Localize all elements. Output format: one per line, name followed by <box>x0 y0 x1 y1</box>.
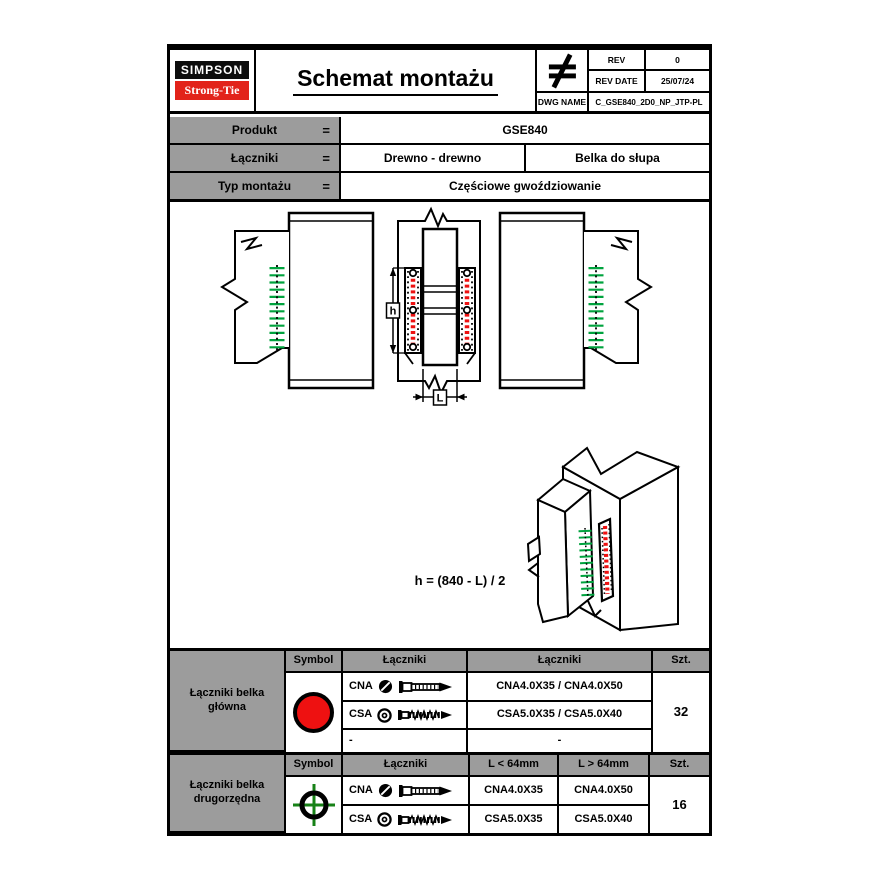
document-frame: SIMPSON Strong-Tie Schemat montażu REV 0… <box>167 44 712 836</box>
screw-icon <box>398 709 453 721</box>
fastener-name: CNA4.0X35 / CNA4.0X50 <box>468 673 653 702</box>
col-header-szt: Szt. <box>653 651 709 673</box>
drawing-area: h L h = (840 - L) / 2 <box>170 201 709 648</box>
equals-sign: = <box>322 150 330 166</box>
table-secondary-beam: Łączniki belka drugorzędna Symbol Łączni… <box>170 752 709 833</box>
col-header-l-long: L > 64mm <box>559 755 650 777</box>
info-row-laczniki: Łączniki = Drewno - drewno Belka do słup… <box>170 145 709 173</box>
rev-value: 0 <box>646 50 709 71</box>
revision-block: REV 0 REV DATE 25/07/24 DWG NAME C_GSE84… <box>537 50 709 111</box>
page-title: Schemat montażu <box>293 65 498 96</box>
front-view-center: h L <box>385 206 481 406</box>
info-label-text: Produkt <box>231 123 278 137</box>
symbol-cell <box>286 777 343 833</box>
fastener-row-csa: CSA <box>343 702 468 730</box>
col-header-symbol: Symbol <box>286 651 343 673</box>
nail-head-icon <box>378 783 392 798</box>
isometric-view <box>526 446 681 632</box>
table-row-label: Łączniki belka drugorzędna <box>170 755 286 833</box>
info-row-produkt: Produkt = GSE840 <box>170 117 709 145</box>
height-formula: h = (840 - L) / 2 <box>414 573 506 588</box>
product-info-table: Produkt = GSE840 Łączniki = Drewno - dre… <box>170 117 709 202</box>
info-label-text: Łączniki <box>230 151 279 165</box>
fastener-row-cna: CNA <box>343 777 470 806</box>
info-label-text: Typ montażu <box>217 179 292 193</box>
fastener-code: CNA <box>349 679 373 692</box>
fastener-code: - <box>349 734 353 747</box>
table-main-beam: Łączniki belka główna Symbol Łączniki Łą… <box>170 648 709 752</box>
info-label: Produkt = <box>170 117 341 143</box>
col-header-laczniki: Łączniki <box>343 651 468 673</box>
brand-logo: SIMPSON Strong-Tie <box>170 50 256 111</box>
fastener-row-cna: CNA <box>343 673 468 702</box>
info-value: GSE840 <box>502 123 548 137</box>
projection-symbol-icon <box>537 50 589 93</box>
fastener-row-empty: - <box>343 730 468 752</box>
dwg-name-label: DWG NAME <box>537 93 589 111</box>
dim-l-label: L <box>437 393 444 405</box>
fastener-code: CNA <box>349 783 373 796</box>
side-view-left <box>220 211 375 390</box>
rev-label: REV <box>589 50 646 71</box>
col-header-symbol: Symbol <box>286 755 343 777</box>
nail-icon <box>398 784 452 797</box>
rev-date-label: REV DATE <box>589 71 646 93</box>
equals-sign: = <box>322 122 330 138</box>
nail-icon <box>398 680 452 693</box>
dwg-name-value: C_GSE840_2D0_NP_JTP-PL <box>595 97 703 107</box>
fastener-code: CSA <box>349 812 373 825</box>
info-label: Typ montażu = <box>170 173 341 199</box>
red-circle-symbol <box>293 692 334 733</box>
fastener-short: CSA5.0X35 <box>470 806 559 833</box>
fastener-name: - <box>468 730 653 752</box>
title-block: SIMPSON Strong-Tie Schemat montażu REV 0… <box>170 50 709 114</box>
fastener-long: CNA4.0X50 <box>559 777 650 806</box>
nail-head-icon <box>378 679 392 694</box>
side-view-right <box>498 211 653 390</box>
fastener-row-csa: CSA <box>343 806 470 833</box>
screw-icon <box>398 813 453 826</box>
screw-head-icon <box>377 707 392 723</box>
table-row-label: Łączniki belka główna <box>170 651 286 752</box>
col-header-szt: Szt. <box>650 755 709 777</box>
info-label: Łączniki = <box>170 145 341 171</box>
symbol-cell <box>286 673 343 752</box>
col-header-laczniki-2: Łączniki <box>468 651 653 673</box>
quantity-value: 16 <box>650 777 709 833</box>
info-value: Belka do słupa <box>575 151 660 165</box>
equals-sign: = <box>322 178 330 194</box>
logo-simpson: SIMPSON <box>175 61 249 79</box>
col-header-laczniki: Łączniki <box>343 755 470 777</box>
screw-head-icon <box>377 812 392 827</box>
sheet-title: Schemat montażu <box>256 50 537 111</box>
logo-strongtie: Strong-Tie <box>175 81 249 100</box>
quantity-value: 32 <box>653 673 709 752</box>
info-value: Częściowe gwoździowanie <box>448 179 602 193</box>
fastener-long: CSA5.0X40 <box>559 806 650 833</box>
info-row-typ-montazu: Typ montażu = Częściowe gwoździowanie <box>170 173 709 199</box>
fastener-code: CSA <box>349 708 373 721</box>
fastener-short: CNA4.0X35 <box>470 777 559 806</box>
col-header-l-short: L < 64mm <box>470 755 559 777</box>
rev-date-value: 25/07/24 <box>646 71 709 93</box>
fastener-name: CSA5.0X35 / CSA5.0X40 <box>468 702 653 730</box>
info-value: Drewno - drewno <box>341 145 526 171</box>
dim-h-label: h <box>390 306 397 318</box>
green-crosshair-symbol <box>292 784 335 826</box>
